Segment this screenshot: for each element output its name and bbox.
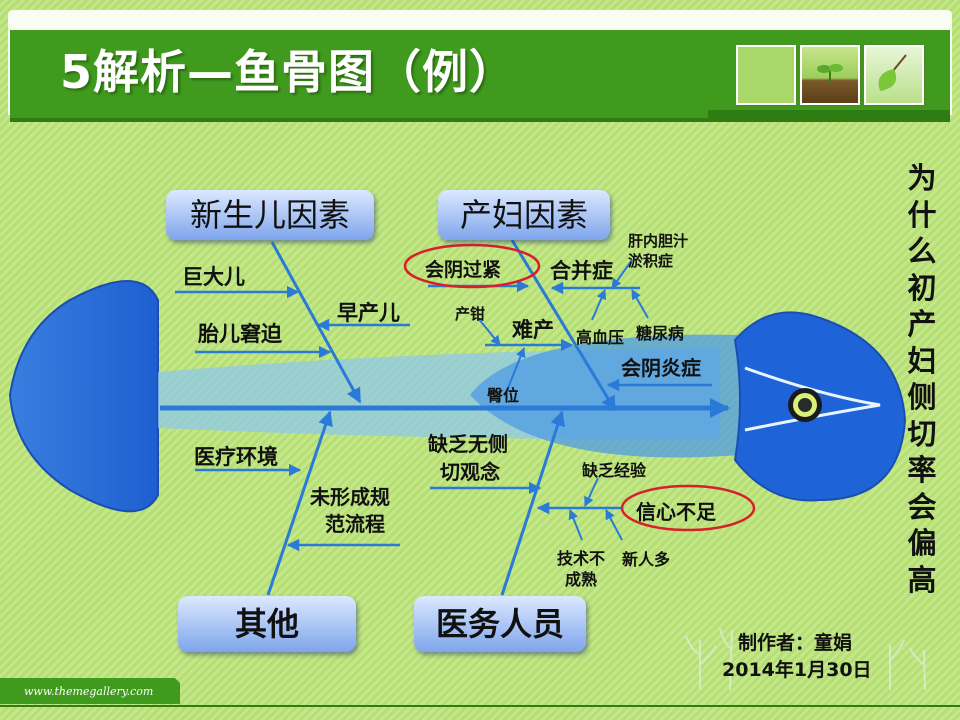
cause-breech: 臀位 bbox=[487, 386, 520, 405]
page-title: 5解析—鱼骨图（例） bbox=[60, 45, 517, 99]
side-title-char: 么 bbox=[907, 234, 937, 268]
cause-perineum-tight: 会阴过紧 bbox=[425, 259, 502, 281]
bone-bottom-left bbox=[266, 410, 333, 596]
cause-lack-experience: 缺乏经验 bbox=[582, 461, 647, 480]
highlight-lack-confidence bbox=[620, 484, 756, 532]
decorative-reeds bbox=[685, 627, 926, 691]
leaf-icon bbox=[878, 54, 907, 91]
cause-dystocia: 难产 bbox=[512, 318, 554, 342]
side-title-vertical: 为 什 么 初 产 妇 侧 切 率 会 偏 高 bbox=[898, 160, 946, 598]
sub-skill bbox=[568, 509, 583, 541]
cause-lack-concept-line1: 缺乏无侧 bbox=[428, 432, 508, 456]
cause-no-procedure-line1: 未形成规 bbox=[310, 485, 390, 509]
cause-new-staff: 新人多 bbox=[622, 550, 671, 569]
side-title-char: 初 bbox=[907, 270, 937, 305]
thumbnail-plain bbox=[736, 45, 796, 105]
bone-top-left bbox=[270, 241, 362, 404]
cause-medical-env: 医疗环境 bbox=[194, 445, 278, 469]
thumbnail-leaf bbox=[864, 45, 924, 105]
cause-cholestasis-line1: 肝内胆汁 bbox=[628, 232, 689, 250]
side-title-char: 切 bbox=[907, 416, 937, 451]
cause-complication: 合并症 bbox=[550, 259, 613, 283]
sub-forceps bbox=[477, 317, 501, 346]
credit-date: 2014年1月30日 bbox=[722, 659, 872, 681]
footer-url: www.themegallery.com bbox=[24, 685, 154, 698]
side-title-char: 为 bbox=[907, 161, 937, 195]
sub-lack-experience bbox=[584, 477, 599, 507]
category-newborn: 新生儿因素 bbox=[166, 190, 374, 240]
thumbnail-seedling bbox=[800, 45, 860, 105]
cause-lack-concept-line2: 切观念 bbox=[440, 460, 500, 484]
category-other: 其他 bbox=[178, 596, 356, 652]
seedling-icon bbox=[817, 64, 843, 83]
side-title-char: 什 bbox=[907, 197, 937, 232]
side-title-char: 偏 bbox=[907, 526, 937, 560]
cause-skill-line1: 技术不 bbox=[557, 549, 606, 568]
side-title-char: 率 bbox=[907, 453, 937, 487]
sub-diabetes bbox=[631, 289, 649, 319]
category-mother: 产妇因素 bbox=[438, 190, 610, 240]
side-title-char: 产 bbox=[907, 307, 937, 341]
bone-top-right bbox=[510, 239, 617, 412]
cause-hypertension: 高血压 bbox=[576, 328, 625, 347]
header-frame bbox=[8, 10, 952, 122]
side-title-char: 高 bbox=[907, 562, 937, 597]
cause-perineum-inflam: 会阴炎症 bbox=[621, 356, 701, 380]
sub-cholestasis bbox=[611, 259, 633, 289]
sub-new-staff bbox=[605, 509, 623, 541]
credit-author: 制作者：童娟 bbox=[738, 632, 853, 654]
side-title-char: 妇 bbox=[907, 343, 937, 378]
cause-forceps: 产钳 bbox=[455, 305, 486, 323]
sub-hypertension bbox=[591, 289, 607, 321]
bone-bottom-right bbox=[500, 410, 565, 596]
cause-giant-baby: 巨大儿 bbox=[182, 265, 245, 289]
cause-diabetes: 糖尿病 bbox=[636, 324, 685, 343]
cause-premature: 早产儿 bbox=[337, 301, 400, 325]
cause-lack-confidence: 信心不足 bbox=[636, 500, 716, 524]
sub-breech bbox=[507, 347, 526, 389]
highlight-perineum-tight bbox=[403, 243, 541, 289]
cause-fetal-distress: 胎儿窘迫 bbox=[198, 322, 282, 346]
cause-cholestasis-line2: 淤积症 bbox=[628, 252, 674, 270]
side-title-char: 侧 bbox=[907, 380, 937, 414]
fish-tail bbox=[8, 280, 159, 513]
category-medical-staff: 医务人员 bbox=[414, 596, 586, 652]
side-title-char: 会 bbox=[907, 489, 937, 524]
cause-skill-line2: 成熟 bbox=[565, 570, 598, 589]
cause-no-procedure-line2: 范流程 bbox=[325, 512, 385, 536]
